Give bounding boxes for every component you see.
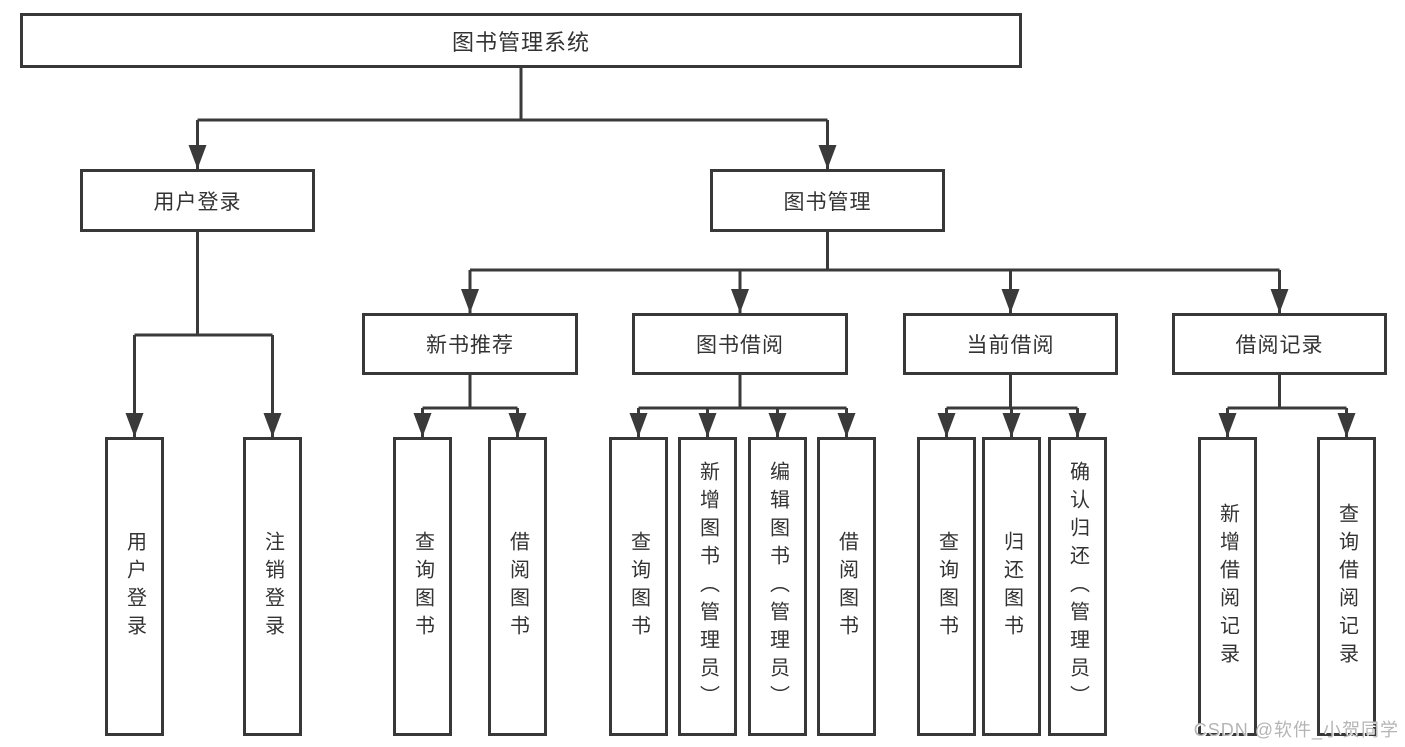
leaf-current-query-books: 查询图书 <box>917 437 976 736</box>
leaf-query-borrow-record: 查询借阅记录 <box>1317 437 1376 736</box>
leaf-current-query-books-label: 查询图书 <box>935 530 958 643</box>
leaf-recommend-query-books-label: 查询图书 <box>411 530 434 643</box>
node-book-management: 图书管理 <box>710 169 945 232</box>
leaf-add-borrow-record-label: 新增借阅记录 <box>1216 502 1239 671</box>
node-user-login: 用户登录 <box>80 169 315 232</box>
node-user-login-label: 用户登录 <box>153 190 242 214</box>
leaf-recommend-borrow-books: 借阅图书 <box>488 437 547 736</box>
leaf-query-borrow-record-label: 查询借阅记录 <box>1335 502 1358 671</box>
leaf-borrow-query-books: 查询图书 <box>609 437 668 736</box>
leaf-add-books-admin: 新增图书（管理员） <box>678 437 737 736</box>
node-new-book-recommend-label: 新书推荐 <box>426 334 514 357</box>
node-new-book-recommend: 新书推荐 <box>362 313 578 375</box>
leaf-return-books: 归还图书 <box>982 437 1041 736</box>
leaf-recommend-query-books: 查询图书 <box>393 437 452 736</box>
leaf-edit-books-admin-label: 编辑图书（管理员） <box>766 460 789 713</box>
leaf-logout: 注销登录 <box>243 437 302 736</box>
node-current-borrow-label: 当前借阅 <box>966 334 1055 357</box>
node-current-borrow: 当前借阅 <box>903 313 1118 375</box>
csdn-watermark: CSDN @软件_小贺同学 <box>1193 720 1399 740</box>
leaf-edit-books-admin: 编辑图书（管理员） <box>748 437 807 736</box>
leaf-logout-label: 注销登录 <box>261 530 284 643</box>
leaf-borrow-query-books-label: 查询图书 <box>627 530 650 643</box>
leaf-user-login: 用户登录 <box>105 437 164 736</box>
leaf-borrow-books-label: 借阅图书 <box>835 530 858 643</box>
leaf-user-login-label: 用户登录 <box>123 530 146 643</box>
leaf-recommend-borrow-books-label: 借阅图书 <box>506 530 529 643</box>
leaf-confirm-return-admin-label: 确认归还（管理员） <box>1066 460 1089 713</box>
leaf-confirm-return-admin: 确认归还（管理员） <box>1048 437 1107 736</box>
leaf-add-borrow-record: 新增借阅记录 <box>1198 437 1257 736</box>
node-book-borrow: 图书借阅 <box>632 313 848 375</box>
node-root-label: 图书管理系统 <box>451 29 590 55</box>
leaf-borrow-books: 借阅图书 <box>817 437 876 736</box>
leaf-add-books-admin-label: 新增图书（管理员） <box>696 460 719 713</box>
node-root: 图书管理系统 <box>20 13 1022 68</box>
node-borrow-records: 借阅记录 <box>1172 313 1387 375</box>
node-book-management-label: 图书管理 <box>783 190 872 214</box>
leaf-return-books-label: 归还图书 <box>1000 530 1023 643</box>
node-borrow-records-label: 借阅记录 <box>1235 334 1324 357</box>
node-book-borrow-label: 图书借阅 <box>696 334 784 357</box>
